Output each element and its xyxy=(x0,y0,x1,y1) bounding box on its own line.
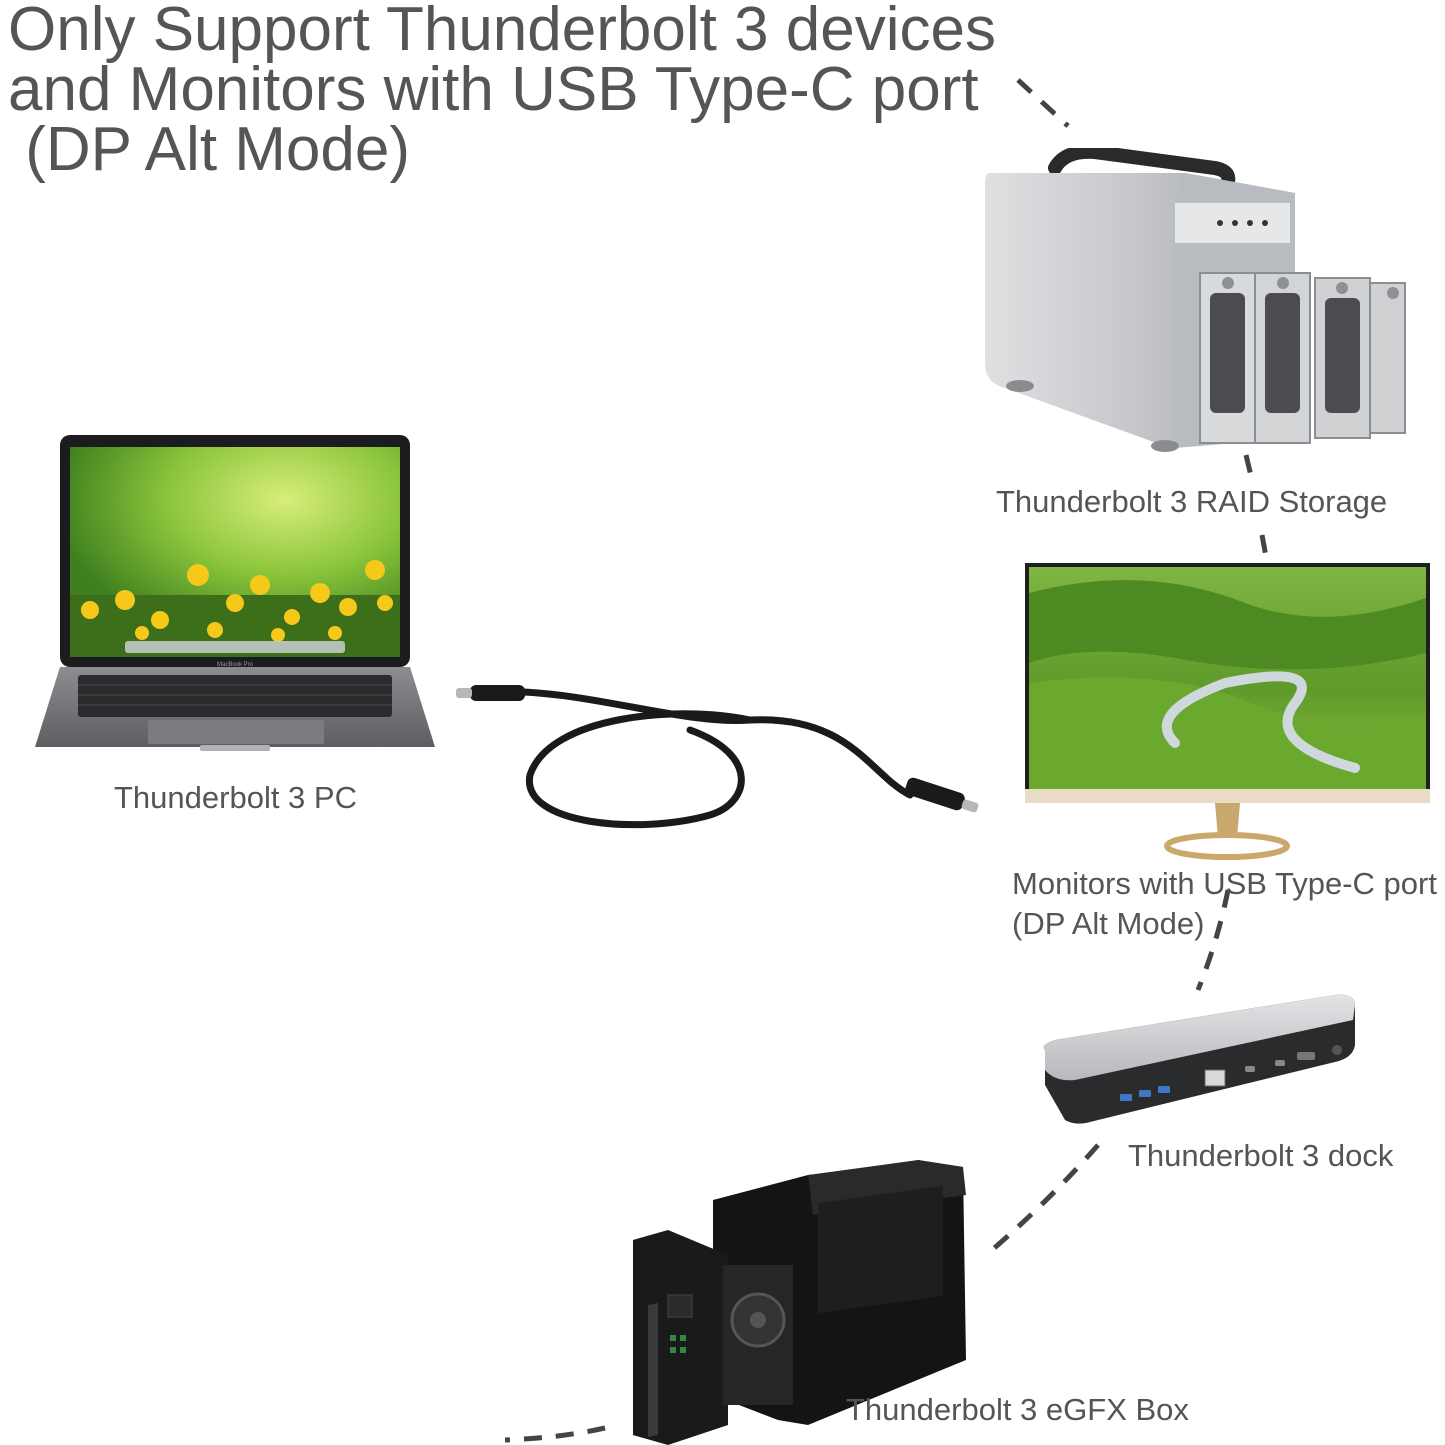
connector-dock-egfx xyxy=(990,1143,1100,1252)
headline-line-3: (DP Alt Mode) xyxy=(8,115,411,184)
raid-storage-illustration xyxy=(985,148,1406,452)
connector-egfx-out xyxy=(504,1425,606,1443)
dock-label: Thunderbolt 3 dock xyxy=(1128,1138,1394,1173)
monitor-illustration xyxy=(1025,563,1430,860)
monitor-label-line-1: Monitors with USB Type-C port xyxy=(1012,866,1437,901)
dock-illustration xyxy=(1043,994,1355,1124)
connector-raid-monitor-2 xyxy=(1259,534,1270,563)
laptop-brand-text: MacBook Pro xyxy=(217,662,254,668)
headline-line-2: and Monitors with USB Type-C port xyxy=(8,55,979,124)
headline: Only Support Thunderbolt 3 devices and M… xyxy=(8,0,1008,184)
monitor-label-line-2: (DP Alt Mode) xyxy=(1012,906,1205,941)
egfx-label: Thunderbolt 3 eGFX Box xyxy=(846,1392,1189,1427)
connector-raid-monitor xyxy=(1243,454,1255,481)
pc-label: Thunderbolt 3 PC xyxy=(114,780,357,815)
headline-line-1: Only Support Thunderbolt 3 devices xyxy=(8,0,997,64)
connector-monitor-dock xyxy=(1195,889,1231,991)
egfx-box-illustration xyxy=(633,1160,966,1445)
connector-headline-raid xyxy=(1016,78,1070,128)
raid-label: Thunderbolt 3 RAID Storage xyxy=(996,484,1388,519)
thunderbolt-cable-illustration xyxy=(456,685,979,829)
laptop-illustration: MacBook Pro xyxy=(35,435,435,751)
